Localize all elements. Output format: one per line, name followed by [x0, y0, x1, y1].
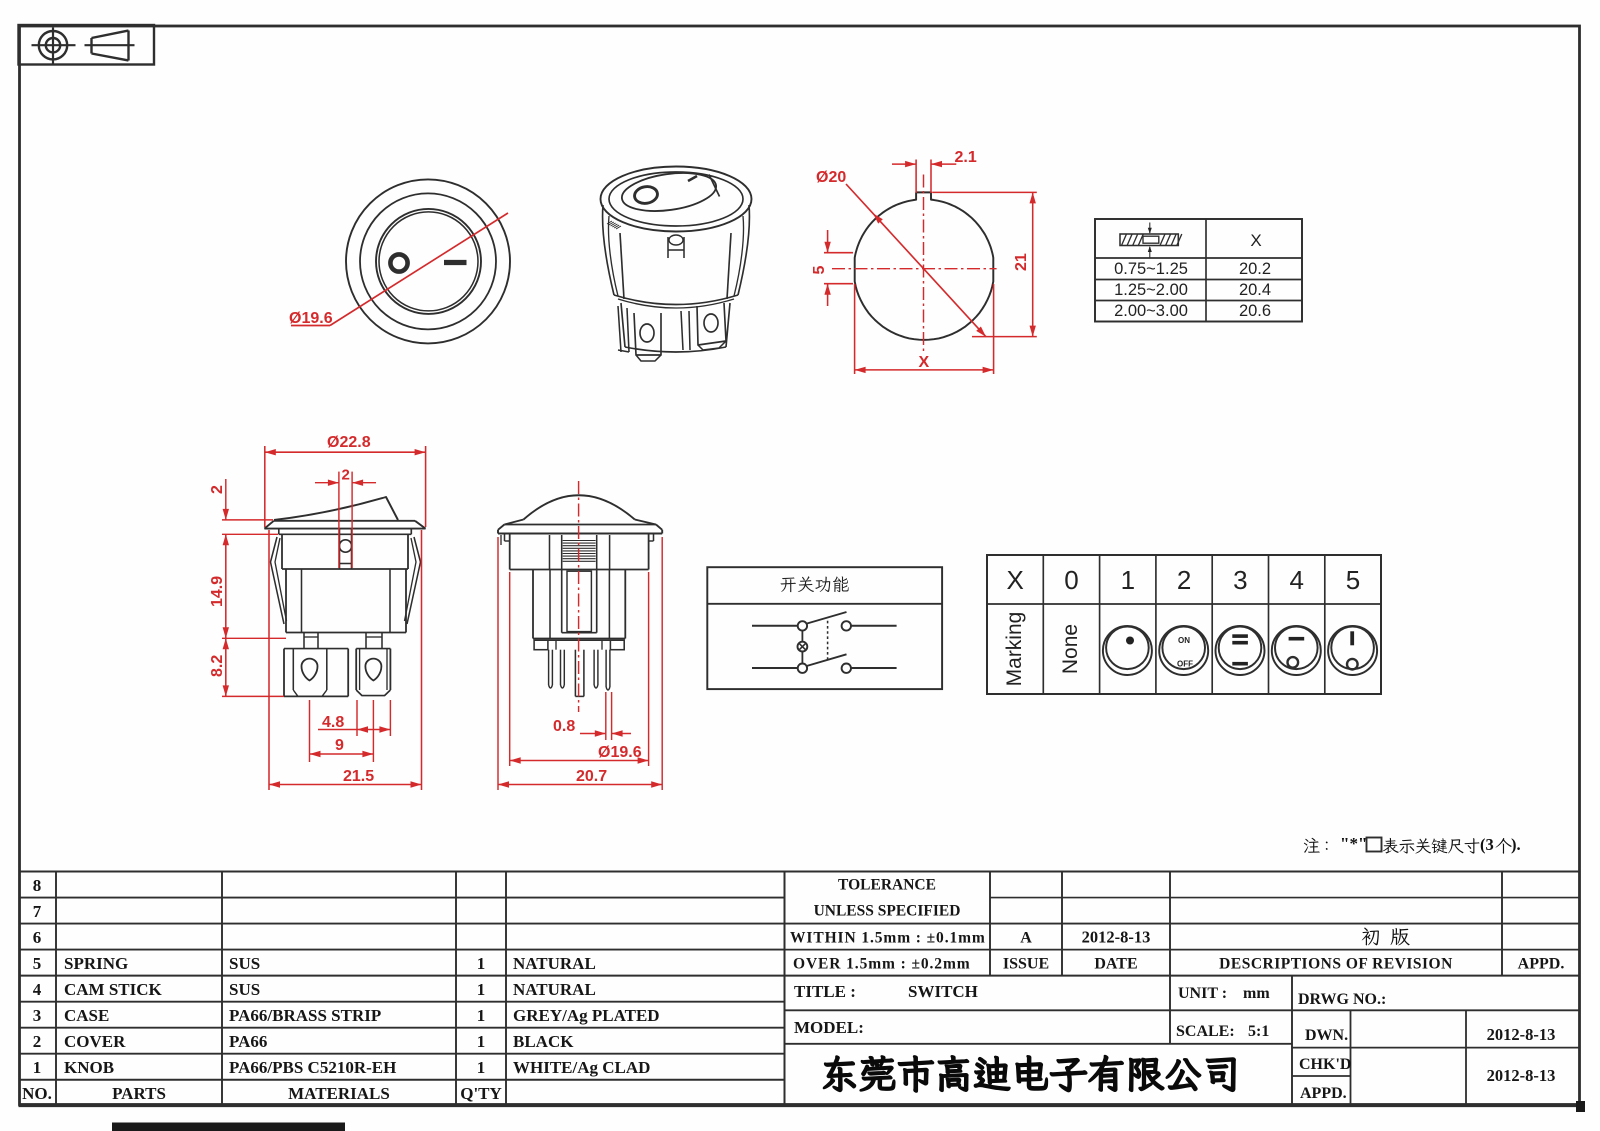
svg-text:APPD.: APPD. [1518, 956, 1565, 973]
svg-text:CAM STICK: CAM STICK [64, 980, 163, 999]
svg-text:7: 7 [33, 902, 42, 921]
svg-text:DWN.: DWN. [1305, 1027, 1348, 1044]
svg-text:2: 2 [33, 1032, 42, 1051]
svg-text:20.7: 20.7 [576, 768, 607, 785]
svg-text:GREY/Ag PLATED: GREY/Ag PLATED [513, 1006, 660, 1025]
svg-text:8: 8 [33, 876, 42, 895]
svg-text:4: 4 [33, 980, 42, 999]
svg-text:ON: ON [1178, 636, 1190, 645]
svg-text:"*": "*" [1340, 834, 1367, 853]
svg-text:8.2: 8.2 [209, 655, 226, 677]
svg-text:5: 5 [1346, 565, 1360, 595]
svg-text:SPRING: SPRING [64, 954, 128, 973]
svg-text:6: 6 [33, 928, 42, 947]
svg-text:(3: (3 [1480, 835, 1494, 854]
svg-text:Ø20: Ø20 [816, 169, 846, 186]
svg-text:DRWG NO.:: DRWG NO.: [1298, 991, 1386, 1008]
svg-text:0: 0 [1064, 565, 1078, 595]
svg-text:Ø22.8: Ø22.8 [327, 434, 371, 451]
svg-text:1: 1 [1121, 565, 1135, 595]
svg-text:PA66: PA66 [229, 1032, 267, 1051]
svg-text:PARTS: PARTS [112, 1084, 166, 1103]
svg-text:21: 21 [1013, 253, 1030, 271]
svg-text:4: 4 [1289, 565, 1303, 595]
svg-text:WHITE/Ag CLAD: WHITE/Ag CLAD [513, 1058, 650, 1077]
svg-text:0.75~1.25: 0.75~1.25 [1114, 260, 1188, 278]
svg-text:DATE: DATE [1094, 956, 1137, 973]
svg-text:UNIT :: UNIT : [1178, 985, 1227, 1002]
svg-text:X: X [1250, 231, 1261, 250]
svg-text:2012-8-13: 2012-8-13 [1487, 1066, 1556, 1085]
svg-text:SUS: SUS [229, 980, 260, 999]
svg-text:21.5: 21.5 [343, 768, 374, 785]
svg-text:Q'TY: Q'TY [460, 1084, 502, 1103]
svg-text:CHK'D: CHK'D [1299, 1056, 1351, 1073]
svg-text:5: 5 [811, 266, 828, 275]
svg-text:None: None [1059, 624, 1082, 674]
svg-text:1: 1 [477, 1058, 486, 1077]
svg-text:X: X [919, 354, 930, 371]
svg-text:20.2: 20.2 [1239, 260, 1271, 278]
svg-text:20.4: 20.4 [1239, 281, 1271, 299]
svg-text:1: 1 [477, 954, 486, 973]
svg-text:A: A [1020, 930, 1032, 947]
svg-text:Ø19.6: Ø19.6 [598, 744, 642, 761]
svg-text:OVER 1.5mm : ±0.2mm: OVER 1.5mm : ±0.2mm [793, 956, 971, 973]
svg-text:CASE: CASE [64, 1006, 109, 1025]
svg-text:SUS: SUS [229, 954, 260, 973]
svg-text:3: 3 [1233, 565, 1247, 595]
svg-text:1: 1 [477, 980, 486, 999]
svg-text:2012-8-13: 2012-8-13 [1487, 1025, 1556, 1044]
svg-text:DESCRIPTIONS OF REVISION: DESCRIPTIONS OF REVISION [1219, 956, 1453, 973]
svg-text:2: 2 [209, 485, 226, 494]
svg-text:WITHIN 1.5mm : ±0.1mm: WITHIN 1.5mm : ±0.1mm [790, 930, 986, 947]
svg-text:ISSUE: ISSUE [1003, 956, 1049, 973]
svg-text:2: 2 [1177, 565, 1191, 595]
svg-text:9: 9 [335, 737, 344, 754]
svg-text:Ø19.6: Ø19.6 [289, 310, 333, 327]
svg-text:1: 1 [477, 1032, 486, 1051]
svg-text:NATURAL: NATURAL [513, 954, 596, 973]
svg-text:OFF: OFF [1177, 660, 1193, 669]
svg-text:mm: mm [1243, 985, 1270, 1002]
svg-text:PA66/BRASS STRIP: PA66/BRASS STRIP [229, 1006, 381, 1025]
svg-text:UNLESS SPECIFIED: UNLESS SPECIFIED [814, 903, 961, 920]
svg-text:TITLE :: TITLE : [794, 982, 856, 1001]
svg-text:14.9: 14.9 [209, 576, 226, 607]
svg-text:APPD.: APPD. [1300, 1085, 1347, 1102]
svg-text:4.8: 4.8 [322, 714, 344, 731]
svg-text:MODEL:: MODEL: [794, 1018, 864, 1037]
svg-text:2: 2 [342, 467, 350, 484]
svg-text:3: 3 [33, 1006, 42, 1025]
svg-text:).: ). [1511, 835, 1521, 854]
svg-text:SCALE:: SCALE: [1176, 1023, 1235, 1040]
svg-text:BLACK: BLACK [513, 1032, 574, 1051]
svg-text:5:1: 5:1 [1248, 1023, 1269, 1040]
svg-text:2012-8-13: 2012-8-13 [1082, 928, 1151, 947]
svg-text:TOLERANCE: TOLERANCE [838, 877, 936, 894]
svg-text:1: 1 [33, 1058, 42, 1077]
svg-text:1.25~2.00: 1.25~2.00 [1114, 281, 1188, 299]
svg-text:SWITCH: SWITCH [908, 982, 978, 1001]
svg-text:MATERIALS: MATERIALS [288, 1084, 390, 1103]
svg-text:20.6: 20.6 [1239, 302, 1271, 320]
svg-text:1: 1 [477, 1006, 486, 1025]
svg-text:NATURAL: NATURAL [513, 980, 596, 999]
svg-text:KNOB: KNOB [64, 1058, 114, 1077]
svg-text:0.8: 0.8 [553, 718, 575, 735]
svg-text:COVER: COVER [64, 1032, 126, 1051]
svg-text:2.1: 2.1 [955, 149, 977, 166]
svg-text:X: X [1007, 565, 1024, 595]
svg-text:2.00~3.00: 2.00~3.00 [1114, 302, 1188, 320]
svg-text:5: 5 [33, 954, 42, 973]
svg-text:NO.: NO. [22, 1084, 52, 1103]
svg-text:Marking: Marking [1003, 612, 1026, 687]
svg-text:PA66/PBS C5210R-EH: PA66/PBS C5210R-EH [229, 1058, 396, 1077]
